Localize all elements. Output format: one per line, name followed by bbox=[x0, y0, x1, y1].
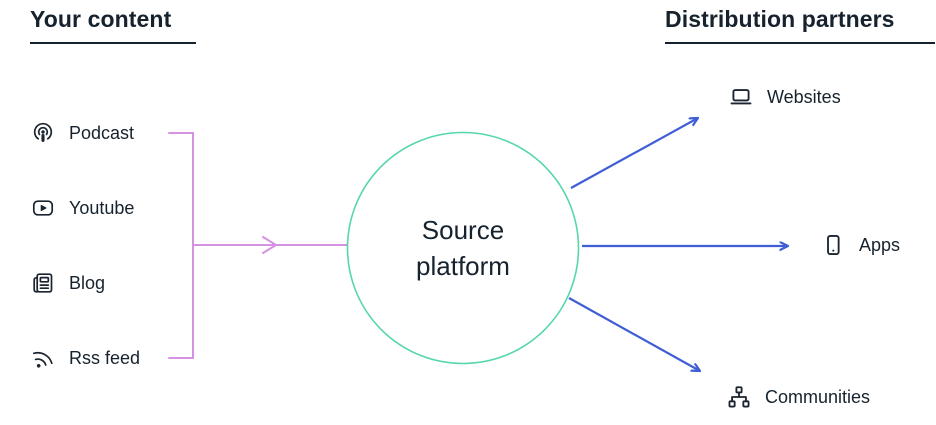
partner-item-label: Websites bbox=[767, 86, 841, 107]
pink-bracket-connector bbox=[168, 132, 194, 359]
left-section-title: Your content bbox=[30, 6, 196, 44]
source-item-label: Blog bbox=[69, 272, 106, 293]
source-item-blog: Blog bbox=[30, 268, 105, 298]
source-platform-circle bbox=[346, 131, 580, 365]
source-item-label: Rss feed bbox=[69, 347, 141, 368]
rss-icon bbox=[30, 345, 56, 371]
source-item-podcast: Podcast bbox=[30, 118, 134, 148]
source-platform-label: Source platform bbox=[416, 215, 510, 281]
source-item-rss: Rss feed bbox=[30, 343, 140, 373]
arrow-to-communities bbox=[568, 297, 700, 371]
smartphone-icon bbox=[820, 232, 846, 258]
partner-item-label: Communities bbox=[765, 386, 871, 407]
youtube-icon bbox=[30, 195, 56, 221]
pink-arrow-chevron bbox=[262, 236, 277, 254]
source-item-youtube: Youtube bbox=[30, 193, 134, 223]
newspaper-icon bbox=[30, 270, 56, 296]
podcast-icon bbox=[30, 120, 56, 146]
partner-item-websites: Websites bbox=[728, 82, 841, 112]
sitemap-icon bbox=[726, 384, 752, 410]
source-item-label: Youtube bbox=[69, 197, 135, 218]
partner-item-label: Apps bbox=[859, 234, 901, 255]
partner-item-apps: Apps bbox=[820, 230, 900, 260]
laptop-icon bbox=[728, 84, 754, 110]
source-item-label: Podcast bbox=[69, 122, 135, 143]
arrow-to-websites bbox=[570, 118, 698, 189]
right-section-title: Distribution partners bbox=[665, 6, 935, 44]
partner-item-communities: Communities bbox=[726, 382, 870, 412]
